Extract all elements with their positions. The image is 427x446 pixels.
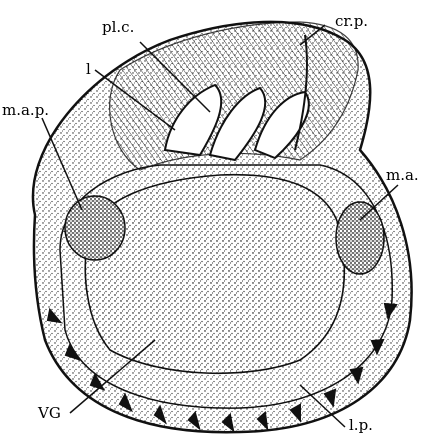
posterior-adductor-scar (65, 196, 125, 260)
label-l-p: l.p. (349, 418, 373, 433)
anterior-adductor-scar (336, 202, 384, 274)
label-pl-c: pl.c. (102, 20, 134, 35)
label-m-a: m.a. (386, 168, 419, 183)
label-vg: VG (38, 406, 61, 421)
label-cr-p: cr.p. (335, 14, 368, 29)
label-m-a-p: m.a.p. (2, 103, 49, 118)
pallial-area (85, 175, 344, 374)
label-l: l (86, 62, 91, 77)
